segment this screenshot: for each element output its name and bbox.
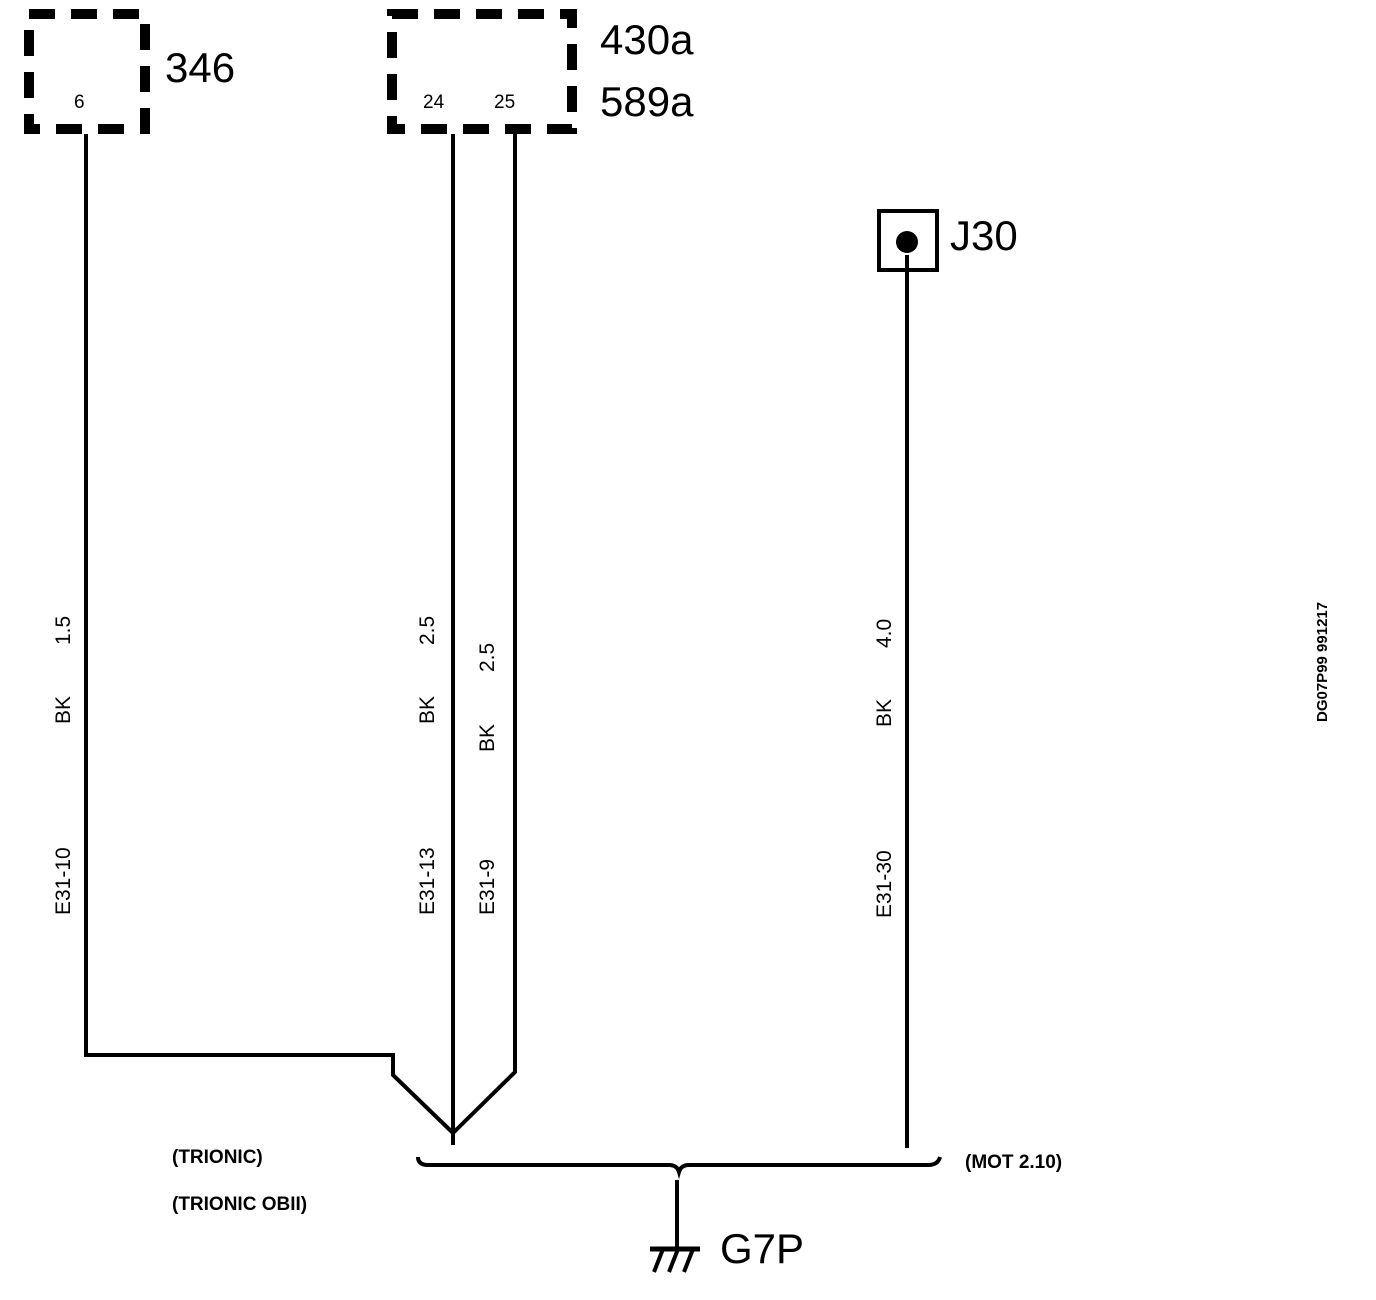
connector-346-pin: 6 [74,92,85,113]
connector-430a-label: 430a [600,16,694,63]
note-mot: (MOT 2.10) [965,1152,1062,1173]
terminal-j30-label: J30 [950,212,1018,259]
ground-label: G7P [720,1225,804,1272]
wire-e31-10-color: BK [52,696,75,724]
wire-e31-10-line [84,134,455,1135]
terminal-j30-dot [896,231,918,253]
wire-e31-13-color: BK [416,696,439,724]
ground-icon [650,1246,700,1273]
wire-e31-13-size: 2.5 [416,616,439,645]
wire-e31-10-size: 1.5 [52,616,75,645]
wires [84,134,909,1148]
wire-e31-9-id: E31-9 [476,859,499,915]
wire-e31-10-id: E31-10 [52,847,75,915]
splice-brace [416,1156,942,1180]
connector-346-label: 346 [165,44,235,91]
terminal-j30: J30 [877,209,1018,272]
connector-430a-box [387,9,577,134]
connector-346: 346 6 [24,9,235,134]
note-trionic: (TRIONIC) [172,1147,263,1168]
connector-430a-pin-25: 25 [494,92,515,113]
wire-e31-30-size: 4.0 [873,619,896,648]
wire-e31-9-line [451,134,517,1135]
wire-e31-30-color: BK [873,699,896,727]
wire-e31-30-id: E31-30 [873,850,896,918]
ground-g7p: G7P [650,1180,804,1273]
note-trionic-obd: (TRIONIC OBII) [172,1194,307,1215]
wire-e31-9-size: 2.5 [476,643,499,672]
connector-430a-589a: 430a 589a 24 25 [387,9,694,134]
wire-e31-9-color: BK [476,724,499,752]
wire-e31-13-id: E31-13 [416,847,439,915]
drawing-code: DG07P99 991217 [1314,602,1331,722]
wire-labels: E31-10 BK 1.5 E31-13 BK 2.5 E31-9 BK 2.5… [52,616,896,918]
connector-346-box [24,9,150,134]
connector-589a-label: 589a [600,78,694,125]
connector-430a-pin-24: 24 [423,92,445,113]
